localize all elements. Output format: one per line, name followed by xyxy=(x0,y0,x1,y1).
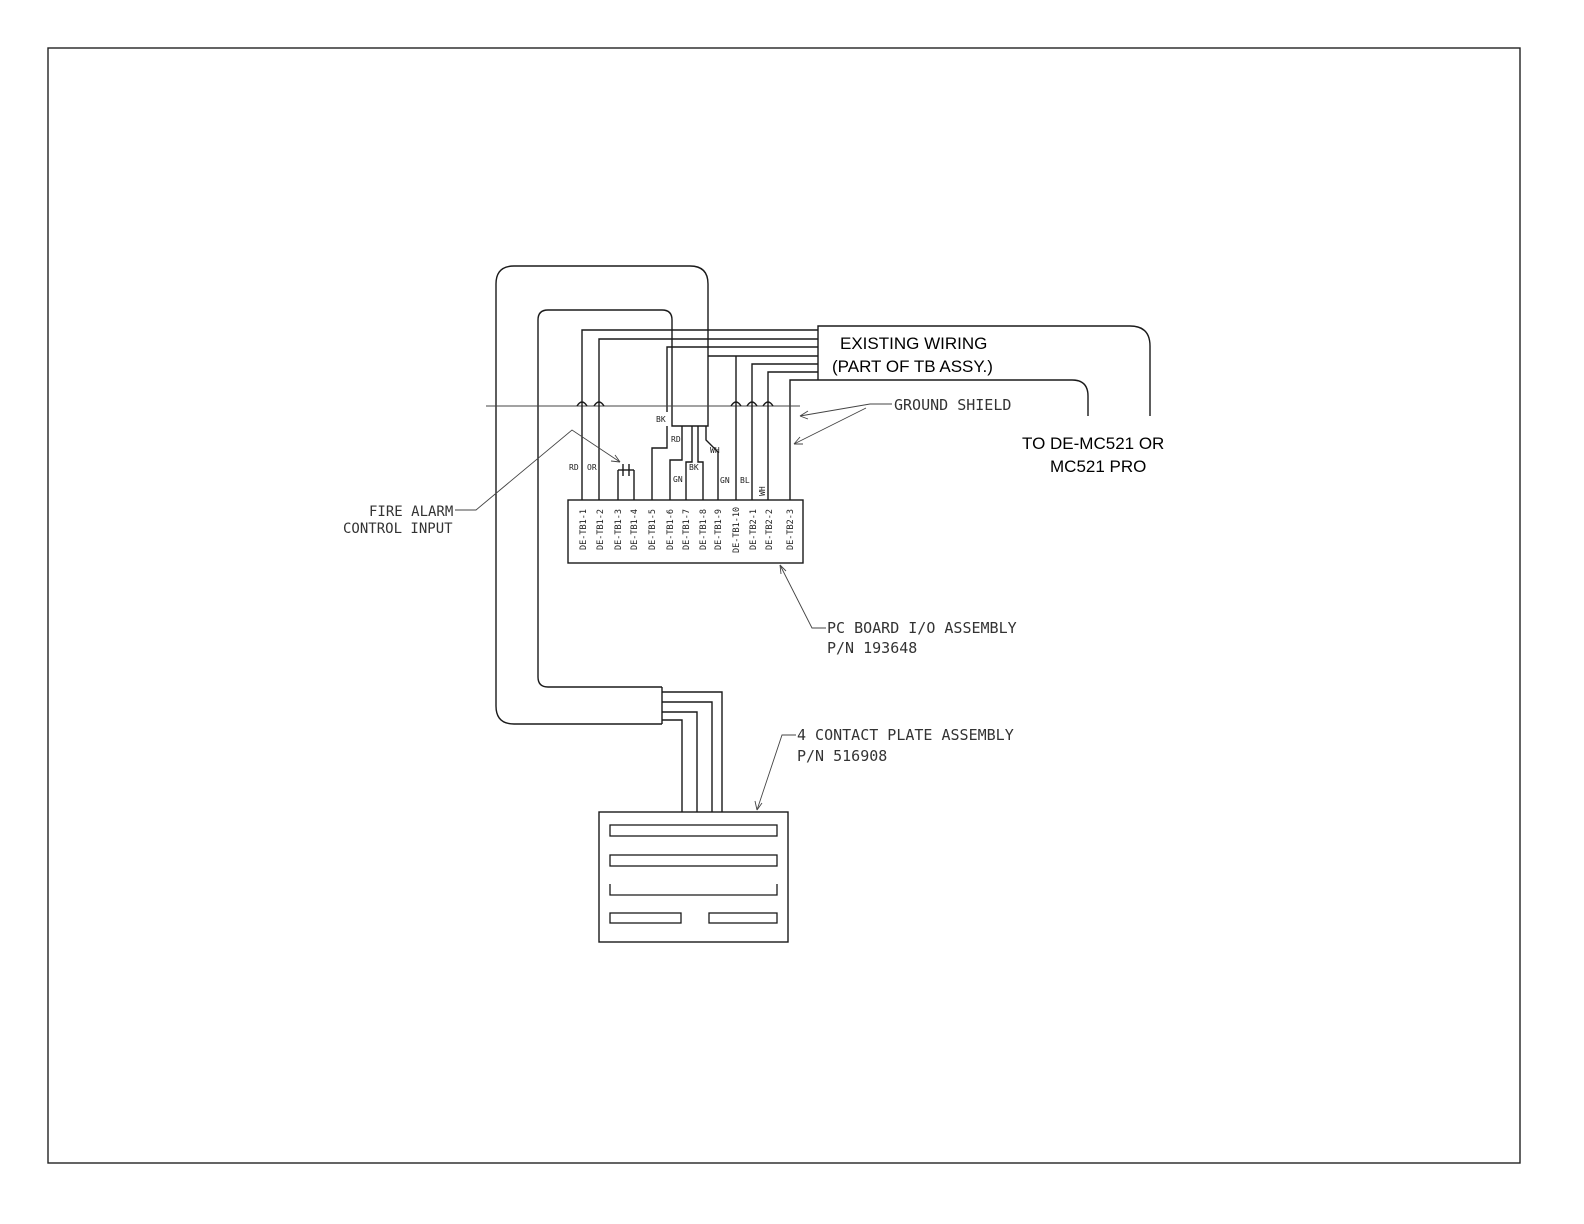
wire-tag-gn-right: GN xyxy=(720,476,730,485)
terminal-label: DE-TB1-4 xyxy=(630,509,640,550)
wire-tag-bl: BL xyxy=(740,476,750,485)
existing-wiring-lower xyxy=(818,379,1089,416)
terminal-label: DE-TB2-1 xyxy=(749,509,759,550)
wire-tag-bk-top: BK xyxy=(656,415,666,424)
contact-strip xyxy=(708,912,778,924)
existing-wiring-label-1: EXISTING WIRING xyxy=(840,334,987,353)
contact-strip xyxy=(609,854,778,867)
terminal-label: DE-TB1-7 xyxy=(682,509,692,550)
wire-tag-or: OR xyxy=(587,463,597,472)
terminal-label: DE-TB1-3 xyxy=(614,509,624,550)
terminal-label: DE-TB1-8 xyxy=(699,509,709,550)
terminal-label: DE-TB2-2 xyxy=(765,509,775,550)
terminal-label: DE-TB1-6 xyxy=(666,509,676,550)
terminal-block xyxy=(567,499,804,564)
terminal-label: DE-TB1-9 xyxy=(714,509,724,550)
contact-plate-wires xyxy=(662,691,723,812)
contact-strip xyxy=(609,824,778,837)
wire-crossovers xyxy=(576,401,774,407)
wire-tag-gn-left: GN xyxy=(673,475,683,484)
contact-plate-label-2: P/N 516908 xyxy=(797,747,887,765)
fire-alarm-contact-icon xyxy=(618,464,634,476)
contact-strip xyxy=(609,884,778,896)
pc-board-label-2: P/N 193648 xyxy=(827,639,917,657)
to-mc521-label-1: TO DE-MC521 OR xyxy=(1022,434,1164,453)
feed-wires xyxy=(581,329,818,470)
terminal-label: DE-TB2-3 xyxy=(786,509,796,550)
terminal-label: DE-TB1-1 xyxy=(579,509,589,550)
terminal-labels: DE-TB1-1 DE-TB1-2 DE-TB1-3 DE-TB1-4 DE-T… xyxy=(579,507,796,553)
contact-plate-label-1: 4 CONTACT PLATE ASSEMBLY xyxy=(797,726,1014,744)
terminal-wires xyxy=(581,404,791,500)
fire-alarm-label-1: FIRE ALARM xyxy=(369,504,453,520)
wire-color-labels: RD OR BK RD WH GN BK GN BL WH xyxy=(569,415,767,496)
to-mc521-label-2: MC521 PRO xyxy=(1050,457,1146,476)
terminal-label: DE-TB1-5 xyxy=(648,509,658,550)
drawing-border xyxy=(47,47,1521,1164)
contact-strip xyxy=(609,912,682,924)
contact-plate-assembly xyxy=(598,811,789,943)
wire-tag-wh-low: WH xyxy=(758,486,767,496)
terminal-label: DE-TB1-2 xyxy=(596,509,606,550)
pc-board-label-1: PC BOARD I/O ASSEMBLY xyxy=(827,619,1017,637)
existing-wiring-label-2: (PART OF TB ASSY.) xyxy=(832,357,993,376)
existing-wiring-outline xyxy=(817,325,1151,416)
fire-alarm-label-2: CONTROL INPUT xyxy=(343,521,453,537)
wire-tag-wh-mid: WH xyxy=(710,446,720,455)
cable-conduit-inner xyxy=(537,309,709,688)
wire-tag-rd: RD xyxy=(569,463,579,472)
cable-conduit-outer xyxy=(495,265,709,725)
ground-shield-label: GROUND SHIELD xyxy=(894,396,1011,414)
wire-tag-bk-low: BK xyxy=(689,463,699,472)
wire-tag-rd-mid: RD xyxy=(671,435,681,444)
terminal-label: DE-TB1-10 xyxy=(732,507,742,553)
leader-lines xyxy=(455,403,892,811)
